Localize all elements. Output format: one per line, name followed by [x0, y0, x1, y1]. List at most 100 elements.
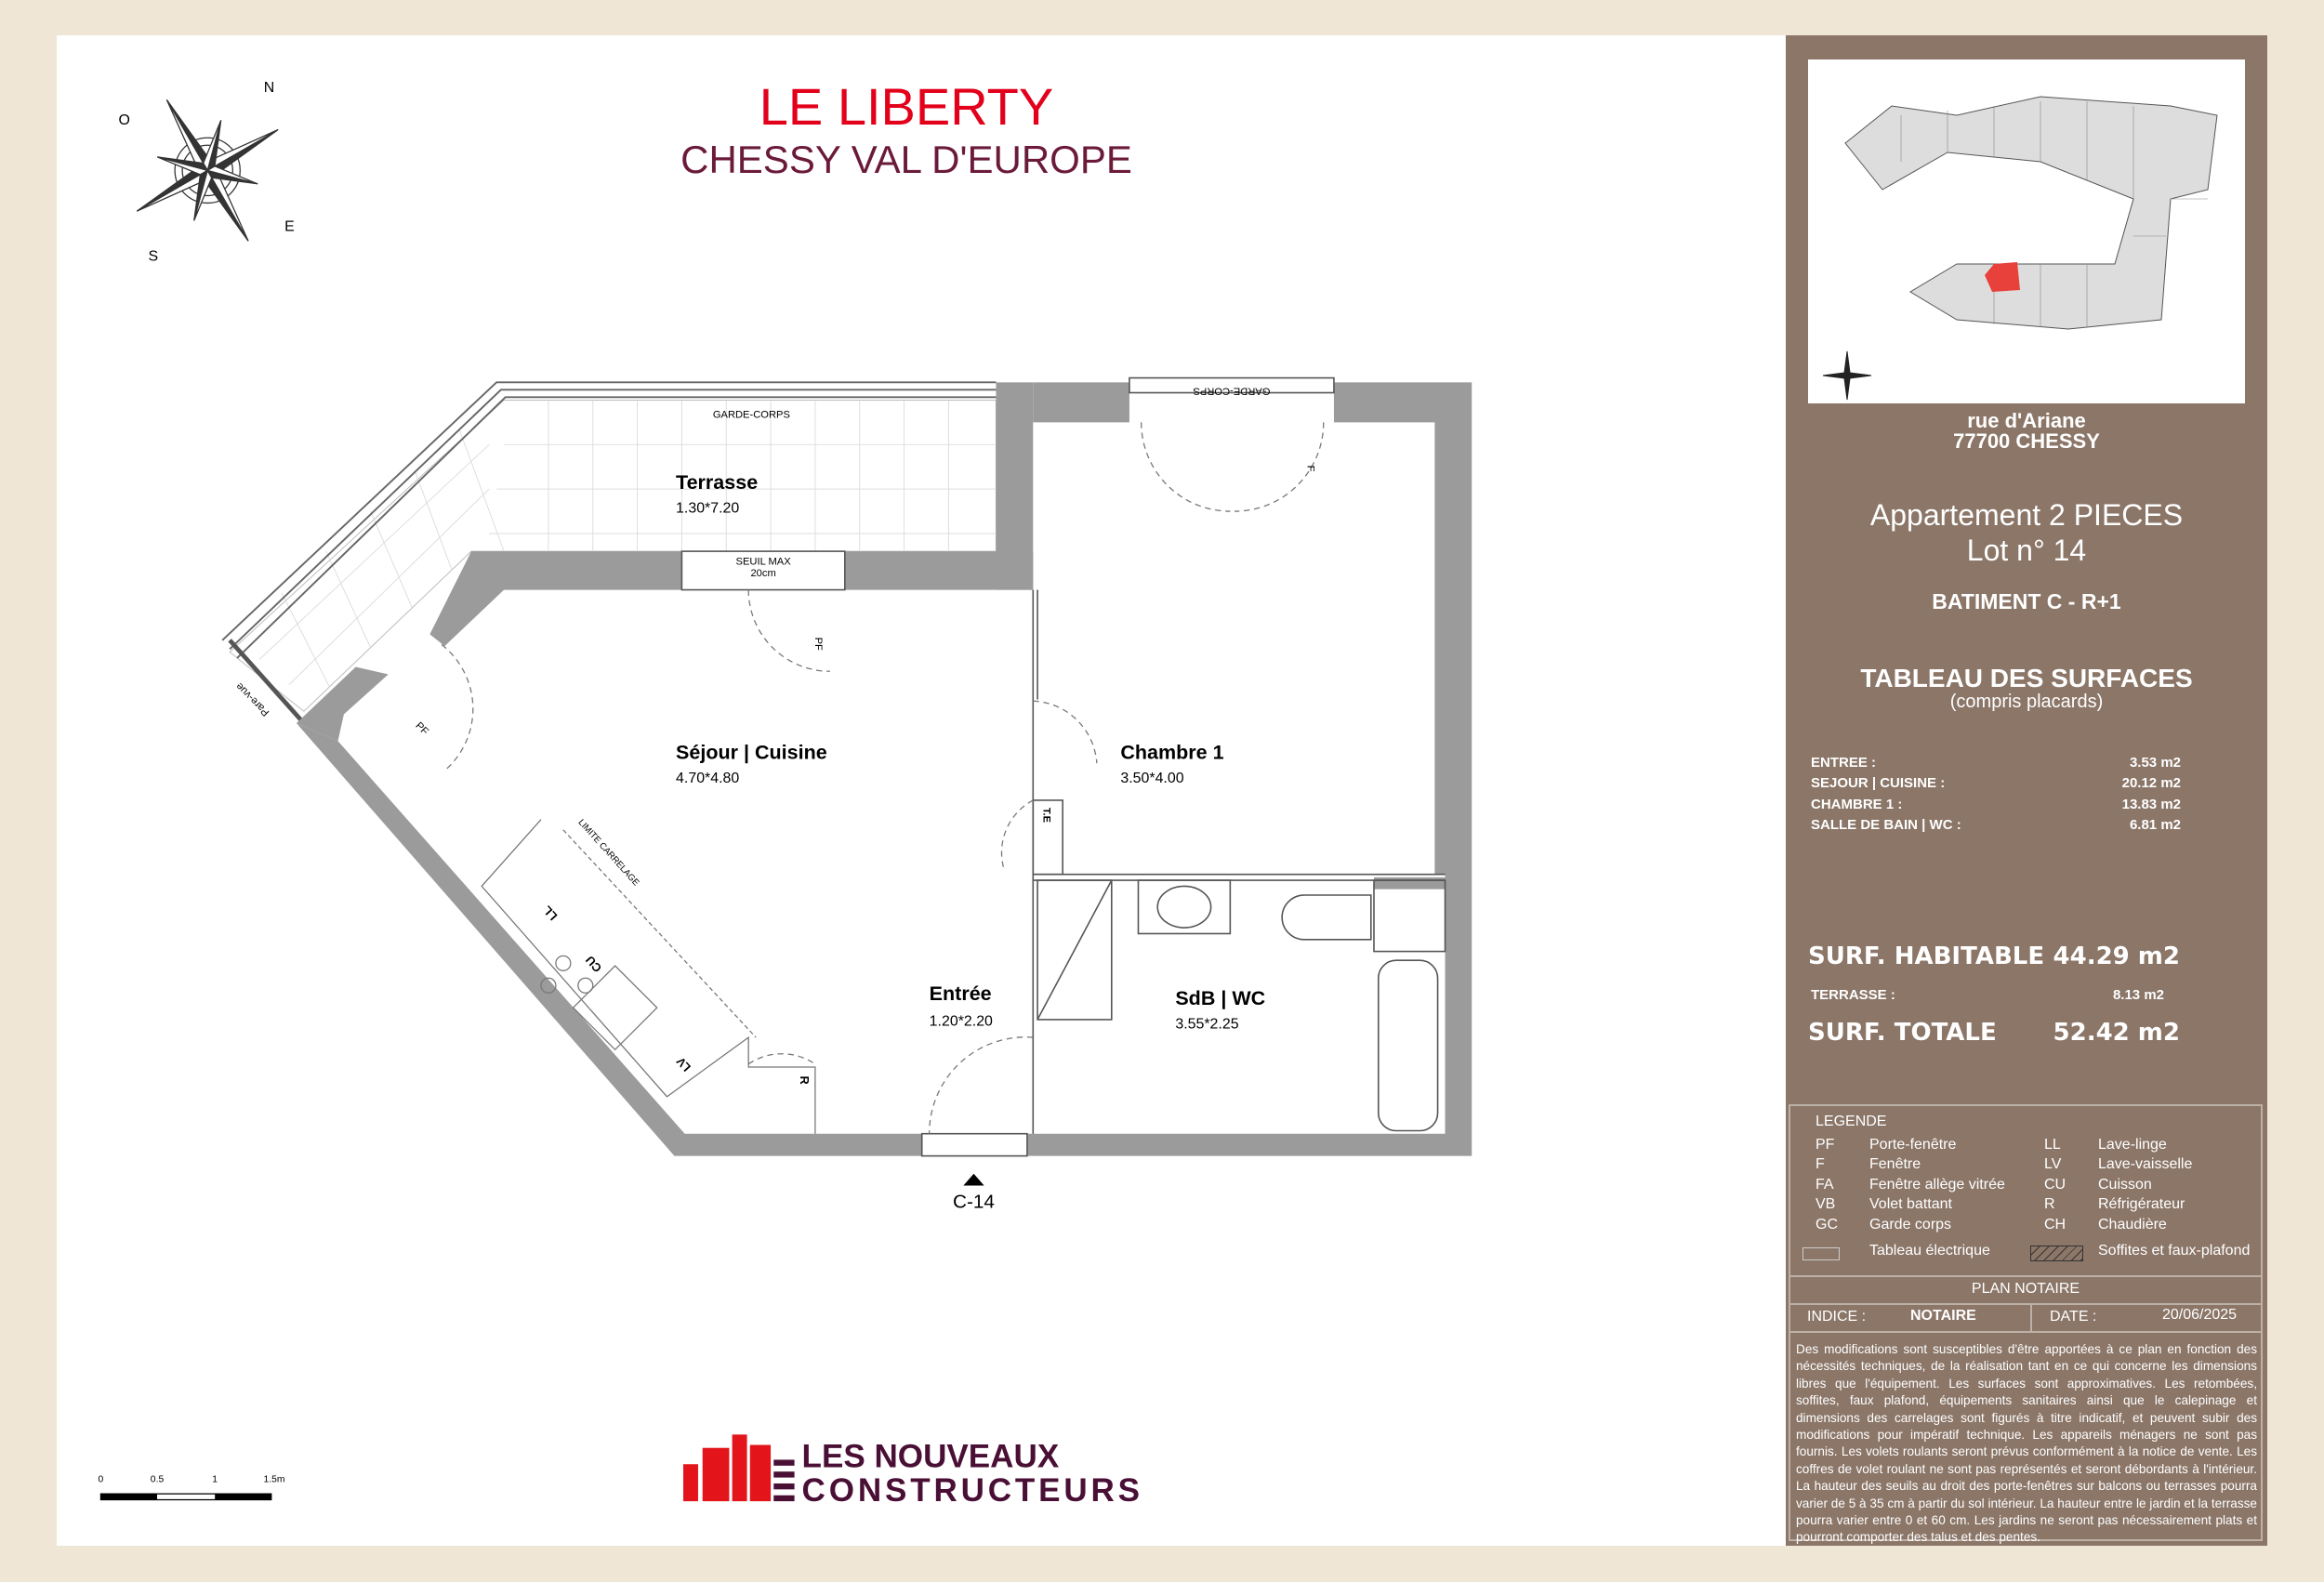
info-panel: rue d'Ariane 77700 CHESSY Appartement 2 …: [1786, 35, 2267, 1546]
seuil-value: 20cm: [750, 568, 775, 579]
legend-code: LV: [2044, 1156, 2062, 1172]
surface-value: 3.53 m2: [2129, 755, 2181, 771]
section-label: C-14: [953, 1191, 995, 1212]
surf-habitable-value: 44.29 m2: [2053, 943, 2180, 970]
plan-sheet: [57, 35, 1786, 1546]
legend-label: Garde corps: [1869, 1217, 1952, 1233]
room-dims-sdb: 3.55*2.25: [1175, 1016, 1238, 1032]
legend-code: VB: [1816, 1196, 1836, 1212]
legend-label: Cuisson: [2098, 1177, 2152, 1193]
electrical-panel: [1032, 799, 1063, 876]
key-plan: [1808, 59, 2245, 403]
compass-small-icon: [1822, 350, 1872, 401]
surface-label: SEJOUR | CUISINE :: [1811, 775, 1946, 791]
lot-number: Lot n° 14: [1966, 534, 2087, 567]
legend-label: Porte-fenêtre: [1869, 1137, 1957, 1153]
legend-label: Soffites et faux-plafond: [2098, 1243, 2251, 1259]
pare-vue-label: Pare-vue: [234, 680, 272, 718]
walls: [296, 382, 1472, 1156]
surface-row-entree: ENTREE : 3.53 m2: [1811, 755, 2181, 771]
lot-highlight: [1985, 262, 2020, 292]
cu-label: CU: [583, 953, 604, 975]
plan-type: PLAN NOTAIRE: [1971, 1281, 2080, 1297]
f-label: F: [1304, 466, 1315, 472]
room-name-terrasse: Terrasse: [676, 471, 758, 494]
indice-value: NOTAIRE: [1910, 1308, 1976, 1324]
partitions: [680, 376, 1446, 1157]
legend-label: Lave-linge: [2098, 1137, 2167, 1153]
legend-code: PF: [1816, 1137, 1835, 1153]
limite-carrelage-label: LIMITE CARRELAGE: [576, 818, 641, 889]
legend-label: Réfrigérateur: [2098, 1196, 2185, 1212]
surf-totale: SURF. TOTALE 52.42 m2: [1808, 1019, 2180, 1047]
r-label: R: [798, 1076, 812, 1085]
legend-code: FA: [1816, 1177, 1834, 1193]
legend-code: LL: [2044, 1137, 2061, 1153]
soffit-hatch-icon: [2030, 1246, 2083, 1261]
surf-totale-value: 52.42 m2: [2053, 1019, 2180, 1047]
room-name-chambre: Chambre 1: [1120, 741, 1223, 763]
surface-row-sdb: SALLE DE BAIN | WC : 6.81 m2: [1811, 817, 2181, 833]
address-street: rue d'Ariane: [1967, 409, 2086, 432]
room-dims-chambre: 3.50*4.00: [1120, 771, 1183, 786]
surface-row-chambre: CHAMBRE 1 : 13.83 m2: [1811, 797, 2181, 812]
logo-line-2: CONSTRUCTEURS: [802, 1472, 1141, 1509]
surface-label: SALLE DE BAIN | WC :: [1811, 817, 1961, 833]
surface-label: ENTREE :: [1811, 755, 1877, 771]
legend-label: Tableau électrique: [1869, 1243, 1990, 1259]
garde-corps-label: GARDE-CORPS: [713, 410, 790, 421]
scale-tick: 0.5: [151, 1474, 165, 1484]
legend-code: CH: [2044, 1217, 2067, 1233]
indice-label: INDICE :: [1807, 1309, 1867, 1325]
te-label: T.E: [1040, 808, 1051, 823]
room-dims-entree: 1.20*2.20: [930, 1013, 993, 1029]
electrical-panel-icon: [1802, 1247, 1840, 1260]
scale-tick: 0: [99, 1474, 104, 1484]
surf-habitable: SURF. HABITABLE 44.29 m2: [1808, 943, 2180, 970]
ll-label: LL: [540, 903, 561, 924]
scale-tick: 1: [212, 1474, 218, 1484]
scale-tick: 1.5m: [263, 1474, 284, 1484]
apartment-type: Appartement 2 PIECES: [1869, 498, 2184, 532]
terrace: [221, 381, 997, 725]
date-label: DATE :: [2050, 1309, 2097, 1325]
legend-label: Chaudière: [2098, 1217, 2167, 1233]
garde-corps-label-2: GARDE-CORPS: [1193, 386, 1270, 397]
compass-s: S: [148, 249, 158, 265]
seuil-label: SEUIL MAX: [736, 556, 792, 567]
surface-label: CHAMBRE 1 :: [1811, 797, 1903, 812]
surface-value: 6.81 m2: [2129, 817, 2181, 833]
surface-value: 13.83 m2: [2121, 797, 2181, 812]
legend-label: Fenêtre allège vitrée: [1869, 1177, 2005, 1193]
legend-code: GC: [1816, 1217, 1838, 1233]
compass-e: E: [284, 219, 295, 235]
room-name-sejour: Séjour | Cuisine: [676, 741, 827, 763]
project-title: LE LIBERTY: [759, 77, 1054, 136]
legend-code: F: [1816, 1156, 1825, 1172]
compass-n: N: [264, 80, 275, 96]
legend-label: Volet battant: [1869, 1196, 1952, 1212]
room-name-sdb: SdB | WC: [1175, 987, 1265, 1009]
scale-bar: 0 0.5 1 1.5m: [99, 1474, 284, 1501]
table-title: TABLEAU DES SURFACES: [1860, 664, 2193, 692]
surface-row-sejour: SEJOUR | CUISINE :20.12 m2: [1811, 775, 2181, 791]
pf-label-2: PF: [413, 720, 430, 738]
legend-code: CU: [2044, 1177, 2067, 1193]
pare-vue: [228, 639, 306, 725]
compass-o: O: [119, 112, 130, 128]
surf-totale-label: SURF. TOTALE: [1808, 1019, 1997, 1047]
surf-habitable-label: SURF. HABITABLE: [1808, 943, 2045, 970]
project-subtitle: CHESSY VAL D'EUROPE: [680, 138, 1132, 181]
legend: LEGENDE PF Porte-fenêtre F Fenêtre FA Fe…: [1789, 1104, 2263, 1544]
legend-label: Lave-vaisselle: [2098, 1156, 2193, 1172]
compass-rose-icon: [136, 99, 279, 242]
legend-code: R: [2044, 1196, 2055, 1212]
building: BATIMENT C - R+1: [1932, 589, 2121, 613]
section-arrow-icon: [963, 1173, 984, 1186]
pf-label: PF: [812, 638, 824, 651]
door-swings: [441, 422, 1325, 1134]
legend-label: Fenêtre: [1869, 1156, 1921, 1172]
disclaimer: Des modifications sont susceptibles d'êt…: [1796, 1342, 2257, 1545]
surface-value: 8.13 m2: [2112, 987, 2164, 1003]
